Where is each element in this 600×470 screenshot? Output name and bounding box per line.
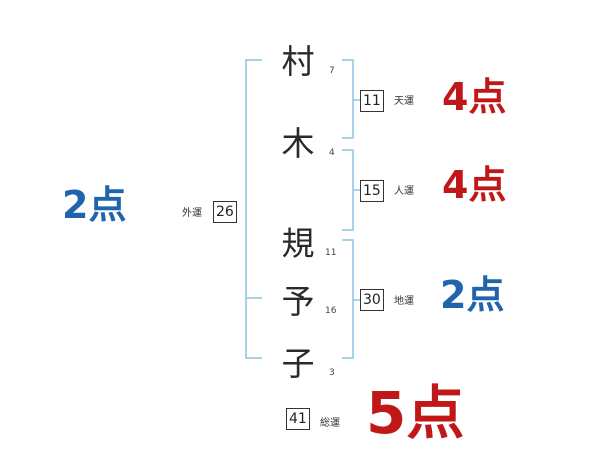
souun-score: 5点	[366, 379, 465, 447]
stroke-count-5: 3	[329, 368, 335, 378]
stroke-count-3: 11	[325, 248, 337, 258]
chiun-value-box: 30	[360, 289, 384, 311]
souun-label: 総運	[320, 418, 340, 429]
jinun-score: 4点	[442, 163, 507, 207]
tenun-label: 天運	[394, 96, 414, 107]
gaiun-label: 外運	[182, 208, 202, 219]
stroke-count-1: 7	[329, 66, 335, 76]
stroke-count-2: 4	[329, 148, 335, 158]
name-char-4: 予	[281, 282, 315, 321]
name-char-2: 木	[281, 124, 315, 163]
souun-value-box: 41	[286, 408, 310, 430]
gaiun-score: 2点	[62, 183, 127, 227]
outer-bracket	[245, 59, 262, 359]
chiun-bracket	[342, 239, 354, 359]
tenun-bracket	[342, 59, 354, 139]
tenun-score: 4点	[442, 75, 507, 119]
chiun-score: 2点	[440, 273, 505, 317]
gaiun-value-box: 26	[213, 201, 237, 223]
name-char-1: 村	[281, 42, 315, 81]
jinun-label: 人運	[394, 186, 414, 197]
jinun-value-box: 15	[360, 180, 384, 202]
stroke-count-4: 16	[325, 306, 337, 316]
name-char-3: 規	[281, 224, 315, 263]
jinun-bracket	[342, 149, 354, 231]
tenun-value-box: 11	[360, 90, 384, 112]
name-char-5: 子	[281, 344, 315, 383]
chiun-label: 地運	[394, 296, 414, 307]
